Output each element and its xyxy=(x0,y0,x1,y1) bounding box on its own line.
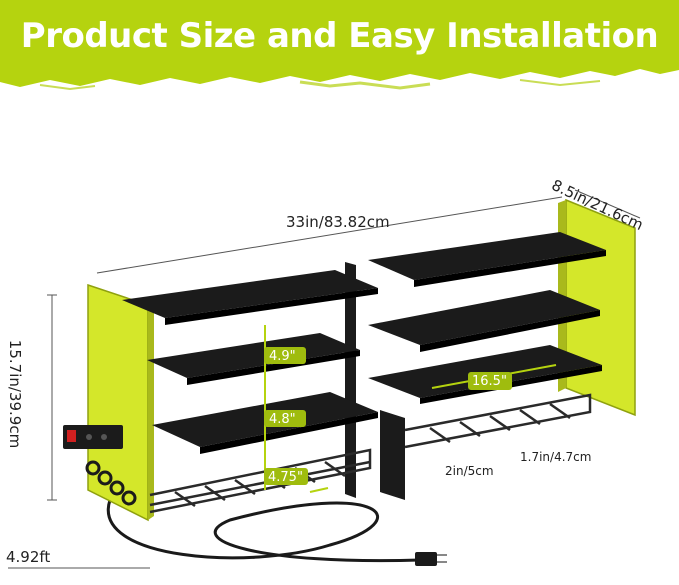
cord-length-label: 4.92ft xyxy=(6,548,51,566)
banner-background xyxy=(0,0,679,91)
shelf-gap-bottom-label: 4.75" xyxy=(268,470,303,485)
shelf-gap-middle-label: 4.8" xyxy=(269,412,296,427)
shelf-gap-top-label: 4.9" xyxy=(269,349,296,364)
page-title: Product Size and Easy Installation xyxy=(20,16,659,56)
height-dimension-label: 15.7in/39.9cm xyxy=(6,339,24,449)
slot-gap-label: 2in/5cm xyxy=(445,464,494,478)
shelf-length-label: 16.5" xyxy=(472,374,507,389)
slot-width-label: 1.7in/4.7cm xyxy=(520,450,592,464)
width-dimension-label: 33in/83.82cm xyxy=(286,213,390,231)
